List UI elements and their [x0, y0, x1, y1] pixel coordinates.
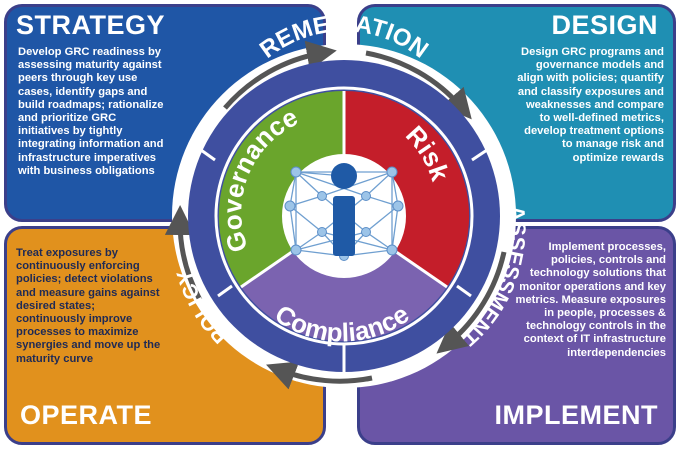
strategy-title: STRATEGY [16, 10, 166, 40]
operate-description: Treat exposures by continuously enforcin… [16, 247, 161, 365]
operate-title: OPERATE [20, 400, 153, 430]
implement-description: Implement processes, policies, controls … [515, 241, 667, 359]
ring-dividers [200, 148, 488, 372]
design-description: Design GRC programs and governance model… [517, 46, 664, 164]
strategy-description: Develop GRC readiness by assessing matur… [18, 46, 164, 177]
network-nodes [284, 166, 404, 261]
cycle-arrows [164, 40, 507, 390]
risk-segment [344, 90, 470, 287]
compliance-segment [241, 216, 447, 342]
design-title: DESIGN [551, 10, 658, 40]
implement-title: IMPLEMENT [494, 400, 658, 430]
info-icon [331, 163, 357, 256]
governance-segment [218, 90, 344, 287]
